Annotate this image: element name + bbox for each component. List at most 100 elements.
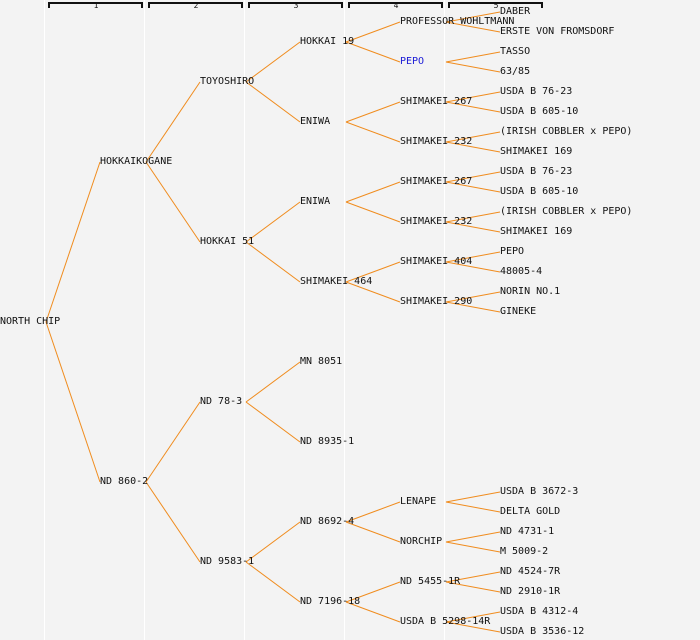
- generation-bracket: [148, 2, 243, 8]
- pedigree-node[interactable]: HOKKAI 51: [200, 236, 255, 247]
- column-guide: [344, 0, 345, 640]
- pedigree-link: [445, 11, 501, 23]
- pedigree-node[interactable]: SHIMAKEI 169: [500, 146, 573, 157]
- pedigree-link: [345, 121, 401, 143]
- pedigree-link: [445, 251, 501, 263]
- pedigree-link: [445, 181, 501, 193]
- pedigree-link: [445, 301, 501, 313]
- pedigree-link: [345, 181, 401, 203]
- pedigree-node[interactable]: ENIWA: [300, 196, 331, 207]
- pedigree-node[interactable]: ND 5455-1R: [400, 576, 461, 587]
- pedigree-node[interactable]: ENIWA: [300, 116, 331, 127]
- pedigree-node[interactable]: SHIMAKEI 290: [400, 296, 473, 307]
- pedigree-node[interactable]: DABER: [500, 6, 531, 17]
- pedigree-link: [445, 141, 501, 153]
- pedigree-link: [245, 241, 301, 283]
- pedigree-node[interactable]: ND 4731-1: [500, 526, 555, 537]
- pedigree-node[interactable]: ND 4524-7R: [500, 566, 561, 577]
- pedigree-node[interactable]: SHIMAKEI 464: [300, 276, 373, 287]
- pedigree-node[interactable]: NORIN NO.1: [500, 286, 561, 297]
- pedigree-node[interactable]: SHIMAKEI 232: [400, 216, 473, 227]
- pedigree-node[interactable]: USDA B 5298-14R: [400, 616, 491, 627]
- pedigree-link: [445, 261, 501, 273]
- pedigree-link: [245, 201, 301, 243]
- pedigree-link: [345, 201, 401, 223]
- pedigree-link: [445, 211, 501, 223]
- pedigree-link: [445, 621, 501, 633]
- pedigree-node[interactable]: SHIMAKEI 267: [400, 176, 473, 187]
- pedigree-link: [445, 51, 501, 63]
- pedigree-node[interactable]: GINEKE: [500, 306, 537, 317]
- pedigree-node[interactable]: USDA B 3672-3: [500, 486, 579, 497]
- pedigree-link: [345, 261, 401, 283]
- pedigree-node[interactable]: ND 8692-4: [300, 516, 355, 527]
- pedigree-node[interactable]: (IRISH COBBLER x PEPO): [500, 126, 633, 137]
- pedigree-node[interactable]: USDA B 3536-12: [500, 626, 585, 637]
- generation-number: 4: [393, 1, 399, 10]
- pedigree-node[interactable]: MN 8051: [300, 356, 343, 367]
- pedigree-link: [445, 571, 501, 583]
- pedigree-link: [445, 501, 501, 513]
- generation-number: 2: [193, 1, 199, 10]
- pedigree-node[interactable]: ND 9583-1: [200, 556, 255, 567]
- pedigree-node[interactable]: TOYOSHIRO: [200, 76, 255, 87]
- pedigree-node[interactable]: ND 2910-1R: [500, 586, 561, 597]
- pedigree-link: [345, 521, 401, 543]
- pedigree-node[interactable]: ND 860-2: [100, 476, 149, 487]
- pedigree-link: [245, 561, 301, 603]
- pedigree-node[interactable]: USDA B 4312-4: [500, 606, 579, 617]
- pedigree-node[interactable]: USDA B 605-10: [500, 106, 579, 117]
- generation-number: 3: [293, 1, 299, 10]
- pedigree-link: [445, 221, 501, 233]
- pedigree-link: [445, 531, 501, 543]
- pedigree-node[interactable]: M 5009-2: [500, 546, 549, 557]
- pedigree-link: [345, 601, 401, 623]
- pedigree-node[interactable]: USDA B 76-23: [500, 166, 573, 177]
- pedigree-node[interactable]: USDA B 605-10: [500, 186, 579, 197]
- pedigree-link: [345, 21, 401, 43]
- generation-number: 5: [493, 1, 499, 10]
- pedigree-node[interactable]: PROFESSOR WOHLTMANN: [400, 16, 515, 27]
- pedigree-node[interactable]: SHIMAKEI 169: [500, 226, 573, 237]
- pedigree-node[interactable]: NORCHIP: [400, 536, 443, 547]
- pedigree-link: [145, 81, 201, 163]
- pedigree-link: [145, 481, 201, 563]
- pedigree-node[interactable]: HOKKAIKOGANE: [100, 156, 173, 167]
- generation-number: 1: [93, 1, 99, 10]
- pedigree-link: [345, 281, 401, 303]
- pedigree-link: [345, 41, 401, 63]
- pedigree-node[interactable]: TASSO: [500, 46, 531, 57]
- pedigree-link: [245, 521, 301, 563]
- pedigree-node[interactable]: HOKKAI 19: [300, 36, 355, 47]
- column-guide: [244, 0, 245, 640]
- pedigree-link: [145, 161, 201, 243]
- pedigree-node[interactable]: 63/85: [500, 66, 531, 77]
- pedigree-node[interactable]: SHIMAKEI 232: [400, 136, 473, 147]
- pedigree-link: [445, 291, 501, 303]
- pedigree-link: [445, 581, 501, 593]
- generation-bracket: [248, 2, 343, 8]
- root-cultivar[interactable]: NORTH CHIP: [0, 316, 61, 327]
- pedigree-node[interactable]: ND 8935-1: [300, 436, 355, 447]
- pedigree-node[interactable]: ERSTE VON FROMSDORF: [500, 26, 615, 37]
- pedigree-node[interactable]: (IRISH COBBLER x PEPO): [500, 206, 633, 217]
- pedigree-node[interactable]: SHIMAKEI 267: [400, 96, 473, 107]
- pedigree-node[interactable]: USDA B 76-23: [500, 86, 573, 97]
- pedigree-node[interactable]: ND 78-3: [200, 396, 243, 407]
- pedigree-link: [245, 401, 301, 443]
- pedigree-link: [45, 321, 101, 483]
- pedigree-link: [445, 131, 501, 143]
- pedigree-node[interactable]: PEPO: [400, 56, 425, 67]
- pedigree-node[interactable]: DELTA GOLD: [500, 506, 561, 517]
- pedigree-link: [445, 91, 501, 103]
- pedigree-link: [445, 21, 501, 33]
- pedigree-node[interactable]: 48005-4: [500, 266, 543, 277]
- pedigree-node[interactable]: ND 7196-18: [300, 596, 361, 607]
- pedigree-link: [445, 611, 501, 623]
- pedigree-node[interactable]: PEPO: [500, 246, 525, 257]
- pedigree-link: [445, 101, 501, 113]
- pedigree-node[interactable]: SHIMAKEI 404: [400, 256, 473, 267]
- pedigree-link: [345, 501, 401, 523]
- pedigree-node[interactable]: LENAPE: [400, 496, 437, 507]
